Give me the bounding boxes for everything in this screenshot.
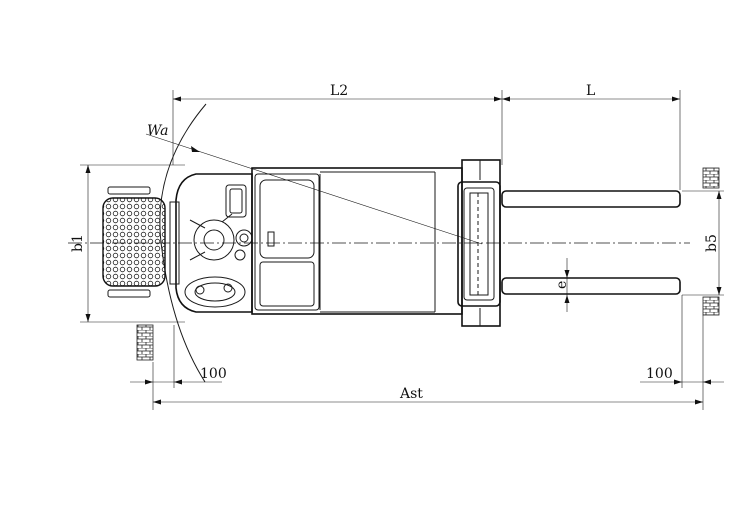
handle-rail-top (107, 186, 151, 195)
fork-bottom (501, 277, 681, 295)
dim-l-label: L (586, 83, 595, 99)
battery-compartment (251, 167, 463, 315)
steering-wheel (193, 219, 235, 261)
side-bar-left (169, 201, 180, 285)
dim-e-label: e (554, 281, 570, 289)
dim-l2-group: L2 (172, 83, 503, 165)
dim-l-group: L (502, 83, 681, 190)
dim-b1-group: b1 (70, 164, 185, 323)
operator-platform (102, 197, 166, 287)
dim-e-group: e (554, 258, 570, 312)
dim-ast-label: Ast (399, 386, 423, 402)
dim-ast-group: Ast (153, 386, 703, 405)
wall-right-bottom-block (702, 296, 720, 316)
wall-hatch-group (136, 167, 720, 361)
dim-l2-label: L2 (330, 83, 348, 99)
console-box (225, 184, 247, 218)
wall-right-top-block (702, 167, 720, 189)
handle-rail-bottom (107, 289, 151, 298)
rear-chassis (175, 173, 253, 313)
dim-clearance-right-label: 100 (646, 366, 673, 382)
dim-clearance-left-group: 100 (130, 325, 227, 410)
dim-wa-label: Wa (147, 123, 169, 139)
wall-left-block (136, 324, 154, 361)
dim-clearance-right-group: 100 (640, 295, 724, 410)
fork-carriage (457, 181, 501, 307)
fork-top (501, 190, 681, 208)
truck-body (102, 159, 681, 327)
dim-b5-label: b5 (704, 234, 720, 252)
dim-b5-group: b5 (682, 190, 724, 296)
drive-wheel (184, 276, 246, 308)
dim-clearance-left-label: 100 (200, 366, 227, 382)
